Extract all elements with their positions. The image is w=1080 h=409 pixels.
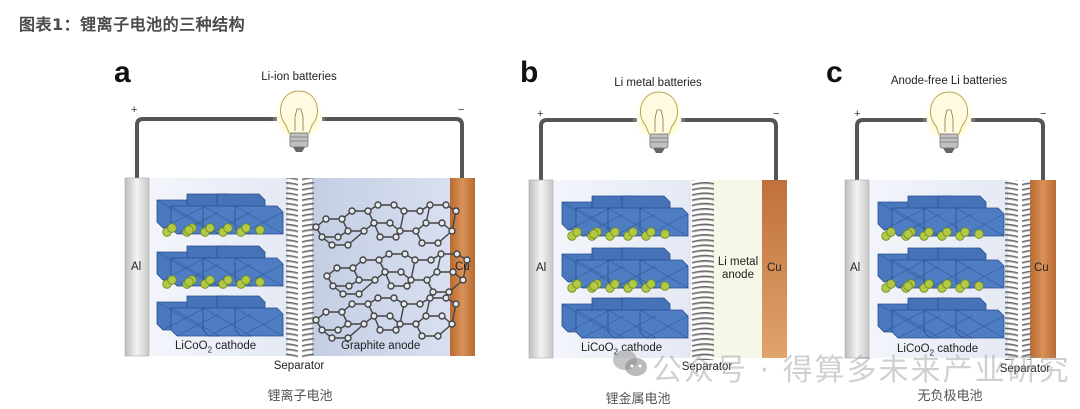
aluminum-collector (844, 179, 870, 359)
al-label: Al (850, 262, 861, 274)
li-ion-row (567, 227, 670, 241)
figure-title: 图表1：锂离子电池的三种结构 (19, 15, 246, 34)
panel-caption: 锂金属电池 (605, 392, 671, 407)
cathode-formula: LiCoO (581, 342, 614, 354)
separator (286, 178, 314, 358)
positive-terminal: + (854, 108, 861, 120)
anode-label-line1: Li metal (717, 256, 759, 268)
panel-letter: c (826, 56, 843, 89)
li-ion-diagram (124, 88, 475, 358)
wire-left (539, 118, 637, 182)
panel-letter: a (114, 56, 131, 89)
wechat-icon (613, 350, 647, 376)
anode-label: Graphite anode (341, 340, 421, 352)
wire-left (855, 118, 927, 182)
panel-title: Li-ion batteries (261, 71, 337, 83)
licoo2-layer (561, 195, 689, 237)
cathode-region (551, 180, 691, 358)
licoo2-layer (561, 297, 689, 339)
aluminum-collector (528, 179, 554, 359)
wire-right (322, 117, 464, 178)
panel-title: Li metal batteries (614, 77, 702, 89)
negative-terminal: − (1040, 108, 1047, 120)
panel-letter: b (520, 56, 539, 89)
panel-caption: 锂离子电池 (267, 389, 333, 404)
negative-terminal: − (773, 108, 780, 120)
cathode-subscript: 2 (207, 345, 213, 355)
separator (688, 180, 714, 360)
light-bulb-icon (270, 88, 328, 153)
licoo2-layer (877, 195, 1005, 237)
licoo2-layer (877, 297, 1005, 339)
li-ion-row (881, 279, 984, 293)
panel-title: Anode-free Li batteries (890, 75, 1008, 87)
copper-collector (762, 180, 787, 358)
panel-li-ion: a Li-ion batteries + − Al Cu LiCoO2 cath… (0, 0, 500, 409)
wire-left (135, 117, 277, 178)
anode-label: Li metal anode (718, 256, 758, 282)
separator (1005, 180, 1031, 360)
licoo2-layer (877, 247, 1005, 289)
positive-terminal: + (537, 108, 544, 120)
light-bulb-icon (920, 89, 978, 154)
li-metal-region (712, 180, 764, 358)
separator-label: Separator (273, 360, 325, 372)
negative-terminal: − (458, 104, 465, 116)
aluminum-collector (124, 177, 150, 357)
cathode-formula: LiCoO (175, 340, 208, 352)
light-bulb-icon (630, 89, 688, 154)
li-ion-row (567, 279, 670, 293)
watermark: 公众号 · 得算多未来产业研究 (652, 353, 1071, 388)
al-label: Al (131, 261, 142, 273)
wire-right (681, 118, 778, 182)
cathode-label: LiCoO2 cathode (175, 340, 256, 354)
cu-label: Cu (1034, 262, 1049, 274)
cathode-region (868, 180, 1008, 358)
anode-label-line2: anode (722, 269, 754, 281)
cu-label: Cu (455, 261, 470, 273)
wire-right (971, 118, 1045, 182)
positive-terminal: + (131, 104, 138, 116)
copper-collector (1030, 180, 1056, 358)
al-label: Al (536, 262, 547, 274)
licoo2-layer (156, 295, 284, 337)
licoo2-layer (561, 247, 689, 289)
li-ion-row (881, 227, 984, 241)
cu-label: Cu (767, 262, 782, 274)
cathode-suffix: cathode (212, 340, 257, 352)
